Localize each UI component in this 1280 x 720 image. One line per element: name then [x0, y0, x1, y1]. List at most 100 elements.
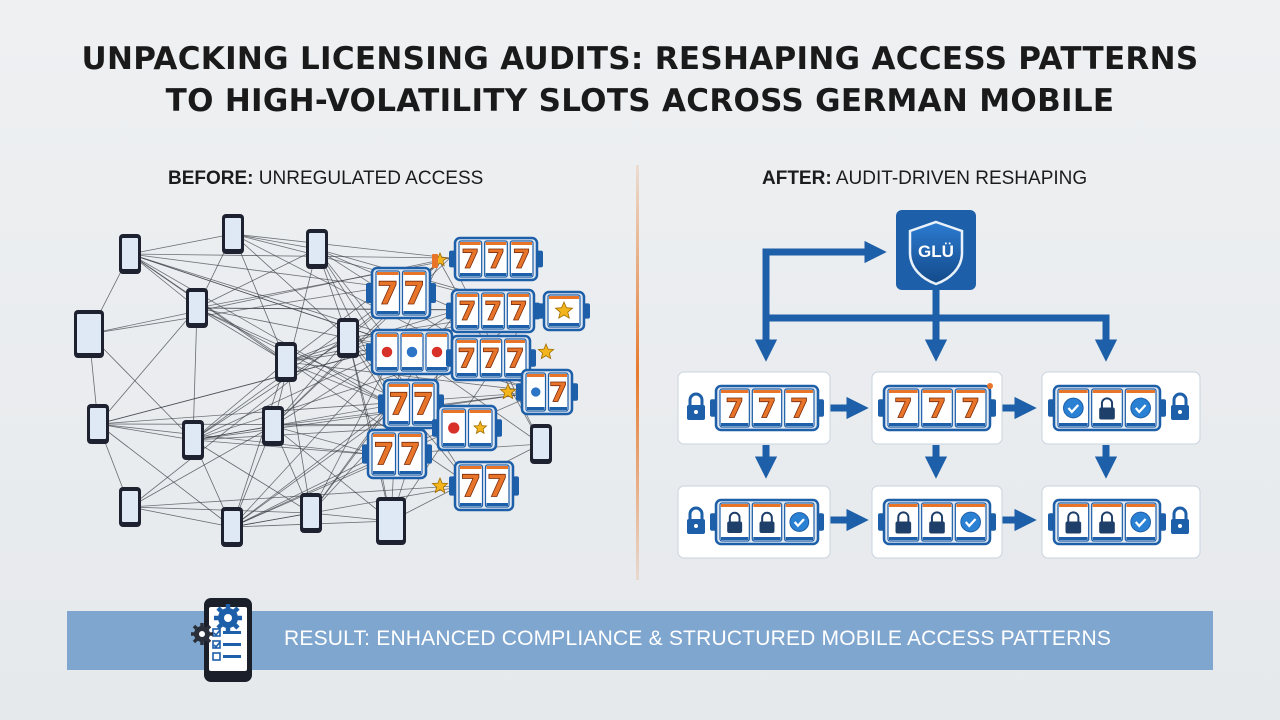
network-line — [285, 361, 541, 393]
cherry-icon — [381, 346, 393, 358]
network-line — [196, 248, 318, 309]
slot-seven: 7 — [460, 470, 481, 505]
network-line — [129, 253, 451, 259]
slot-reel — [1124, 502, 1157, 542]
slot-reel — [887, 502, 920, 542]
phone-icon — [87, 404, 109, 444]
page-title: UNPACKING LICENSING AUDITS: RESHAPING AC… — [0, 38, 1280, 122]
lock-icon — [1171, 392, 1189, 420]
slot-reel — [467, 408, 493, 448]
slot-seven: 7 — [725, 394, 744, 425]
star-icon — [537, 342, 555, 360]
slot-seven: 7 — [928, 394, 947, 425]
slot-seven: 7 — [458, 297, 476, 327]
after-label-rest: AUDIT-DRIVEN RESHAPING — [831, 168, 1088, 189]
slot-reel: 7 — [484, 240, 508, 278]
slot-machine-icon — [432, 404, 502, 452]
slot-reel — [375, 332, 399, 372]
check-icon — [1130, 397, 1151, 419]
slot-tile — [677, 485, 831, 559]
slot-reel: 7 — [481, 292, 505, 330]
network-line — [231, 484, 471, 528]
slot-machine-icon — [1048, 384, 1166, 432]
network-line — [97, 423, 379, 456]
slot-reel: 7 — [479, 338, 503, 378]
slot-reel: 7 — [484, 464, 510, 508]
slot-tile — [1041, 485, 1201, 559]
slot-seven: 7 — [373, 438, 394, 473]
slot-reel: 7 — [455, 292, 480, 330]
star-icon — [554, 300, 574, 320]
slot-machine-icon — [878, 498, 996, 546]
after-section-title: AFTER: AUDIT-DRIVEN RESHAPING — [762, 168, 1087, 190]
network-line — [232, 233, 451, 259]
network-line — [272, 337, 349, 427]
phone-icon — [337, 318, 359, 358]
network-line — [196, 307, 287, 363]
slot-reel — [1091, 502, 1123, 542]
slot-reel: 7 — [954, 388, 987, 428]
slot-machine-icon — [366, 328, 458, 376]
berry-icon — [531, 387, 541, 397]
slot-reel — [547, 294, 581, 328]
page-title-line-2: TO HIGH-VOLATILITY SLOTS ACROSS GERMAN M… — [165, 83, 1115, 119]
slot-reel: 7 — [458, 464, 484, 508]
network-line — [129, 253, 386, 288]
network-line — [272, 248, 318, 427]
slot-reel: 7 — [751, 388, 783, 428]
slot-reel: 7 — [504, 338, 527, 378]
check-icon — [789, 512, 810, 532]
slot-reel — [921, 502, 953, 542]
phone-icon — [275, 342, 297, 382]
network-line — [285, 361, 393, 406]
lock-icon — [1171, 506, 1189, 534]
gear-icon-small — [191, 623, 213, 645]
phone-icon — [119, 234, 141, 274]
slot-seven: 7 — [457, 344, 476, 375]
check-icon — [1063, 397, 1084, 419]
network-line — [231, 404, 393, 528]
page-title-line-1: UNPACKING LICENSING AUDITS: RESHAPING AC… — [81, 41, 1199, 77]
star-icon — [431, 476, 449, 494]
phone-icon — [119, 487, 141, 527]
slot-reel — [751, 502, 783, 542]
network-line — [192, 307, 198, 441]
lock-icon — [687, 392, 705, 420]
check-icon — [1130, 511, 1151, 533]
slot-reel — [1091, 388, 1123, 428]
slot-reel: 7 — [371, 432, 397, 476]
phone-icon — [262, 406, 284, 446]
result-banner-group — [67, 611, 1213, 670]
slot-reel: 7 — [509, 240, 534, 278]
slot-seven: 7 — [377, 276, 399, 312]
network-line — [129, 506, 312, 514]
slot-reel — [1124, 388, 1157, 428]
slot-reel — [425, 332, 449, 372]
lock-icon — [727, 511, 743, 533]
slot-reel: 7 — [455, 338, 478, 378]
berry-icon — [406, 346, 418, 358]
network-line — [192, 439, 379, 456]
lock-icon — [759, 511, 775, 533]
network-line — [129, 233, 234, 255]
flow-arrows — [754, 240, 1118, 532]
lock-icon — [929, 511, 945, 534]
slot-reel: 7 — [375, 270, 401, 316]
regulator-shield-tile: GLÜ — [896, 210, 976, 290]
network-line — [272, 425, 392, 522]
network-line — [129, 425, 274, 508]
after-label-bold: AFTER: — [762, 168, 832, 189]
slot-reel: 7 — [921, 388, 953, 428]
slot-reel: 7 — [547, 372, 569, 412]
slot-seven: 7 — [506, 344, 525, 375]
slot-reel — [1057, 388, 1090, 428]
phone-icon — [300, 493, 322, 533]
network-line — [88, 286, 386, 335]
cherry-icon — [431, 346, 443, 358]
